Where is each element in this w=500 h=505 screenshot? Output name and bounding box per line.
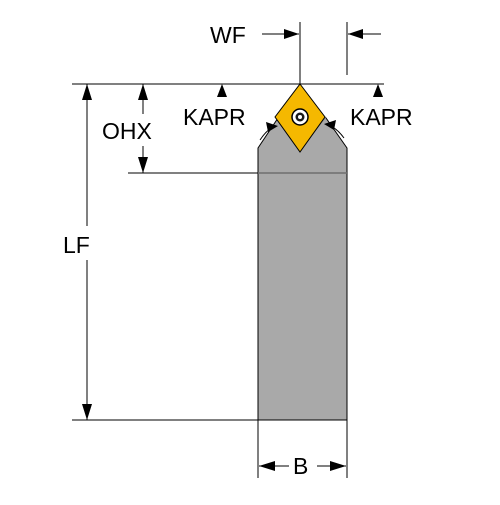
wf-dimension [262, 22, 381, 84]
b-dimension [257, 420, 348, 480]
kapr-left-ref-arrow [217, 84, 227, 97]
kapr-right-ref-arrow [373, 84, 383, 97]
torx-screw-icon [291, 108, 309, 126]
kapr-left-indicator [259, 122, 278, 141]
wf-label: WF [210, 22, 246, 48]
ohx-dimension [100, 84, 170, 173]
kapr-left-label: KAPR [183, 104, 246, 130]
ohx-label: OHX [102, 118, 152, 144]
kapr-right-label: KAPR [350, 104, 413, 130]
kapr-right-indicator [324, 120, 345, 139]
shank-body [257, 172, 348, 421]
lf-dimension [62, 84, 108, 420]
lf-label: LF [63, 232, 90, 258]
b-label: B [293, 453, 308, 479]
